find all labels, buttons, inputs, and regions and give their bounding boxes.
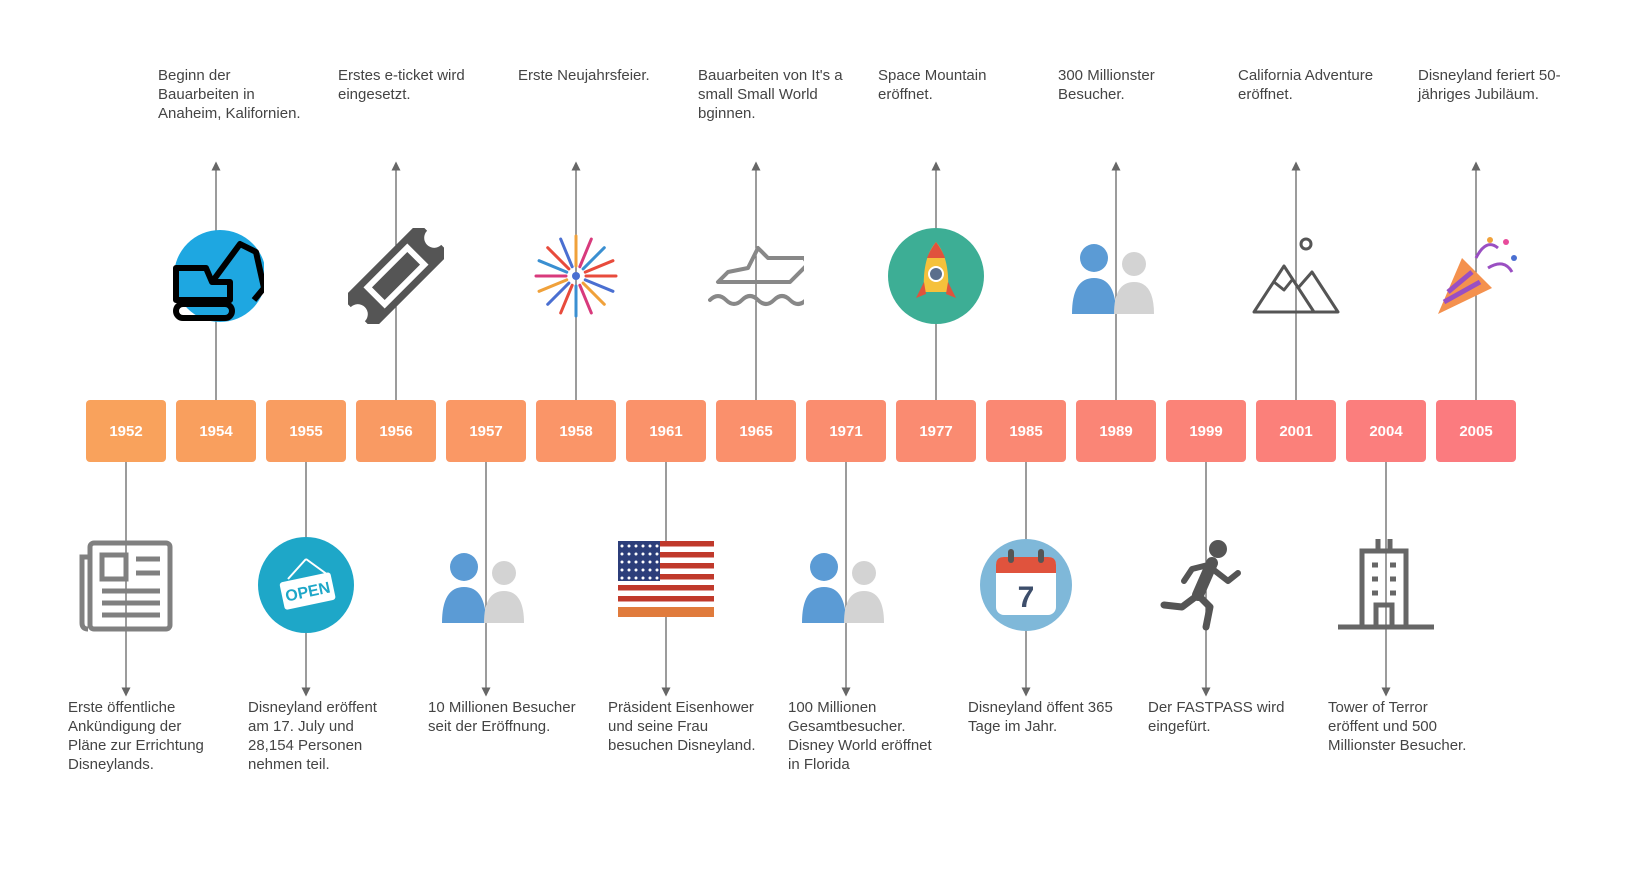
top-event-text-2001: California Adventure eröffnet.	[1238, 67, 1374, 103]
year-box-1989[interactable]: 1989	[1076, 400, 1156, 462]
open-sign-icon: OPEN	[258, 537, 354, 633]
excavator-icon	[168, 228, 267, 324]
year-box-1958[interactable]: 1958	[536, 400, 616, 462]
year-box-1956[interactable]: 1956	[356, 400, 436, 462]
boat-icon	[708, 228, 810, 324]
year-box-1952[interactable]: 1952	[86, 400, 166, 462]
year-box-1999[interactable]: 1999	[1166, 400, 1246, 462]
svg-text:7: 7	[1018, 581, 1035, 614]
top-event-text-1965: Bauarbeiten von It's a small Small World…	[698, 67, 843, 122]
year-box-2001[interactable]: 2001	[1256, 400, 1336, 462]
year-box-1977[interactable]: 1977	[896, 400, 976, 462]
year-box-1985[interactable]: 1985	[986, 400, 1066, 462]
top-event-text-1954: Beginn der Bauarbeiten in Anaheim, Kalif…	[158, 67, 301, 122]
year-box-2004[interactable]: 2004	[1346, 400, 1426, 462]
bottom-event-text-1955: Disneyland eröffent am 17. July und 28,1…	[248, 699, 377, 773]
us-flag-icon	[618, 537, 714, 633]
newspaper-icon	[78, 537, 174, 633]
top-event-text-1989: 300 Millionster Besucher.	[1058, 67, 1155, 103]
mountains-icon	[1248, 228, 1344, 324]
building-icon	[1338, 537, 1434, 633]
year-box-1955[interactable]: 1955	[266, 400, 346, 462]
year-box-1961[interactable]: 1961	[626, 400, 706, 462]
calendar-icon: 7	[978, 537, 1074, 633]
people-icon	[798, 537, 894, 633]
bottom-event-text-1961: Präsident Eisenhower und seine Frau besu…	[608, 699, 756, 754]
bottom-event-text-1971: 100 Millionen Gesamtbesucher. Disney Wor…	[788, 699, 932, 773]
bottom-event-text-2004: Tower of Terror eröffent und 500 Million…	[1328, 699, 1467, 754]
bottom-event-text-1985: Disneyland öffent 365 Tage im Jahr.	[968, 699, 1113, 735]
bottom-event-text-1999: Der FASTPASS wird eingefürt.	[1148, 699, 1285, 735]
year-box-1957[interactable]: 1957	[446, 400, 526, 462]
party-popper-icon	[1428, 228, 1524, 324]
people-icon	[1068, 228, 1164, 324]
running-person-icon	[1158, 537, 1254, 633]
year-box-1965[interactable]: 1965	[716, 400, 796, 462]
people-icon	[438, 537, 534, 633]
bottom-event-text-1957: 10 Millionen Besucher seit der Eröffnung…	[428, 699, 576, 735]
fireworks-icon	[528, 228, 624, 324]
year-box-2005[interactable]: 2005	[1436, 400, 1516, 462]
rocket-icon	[888, 228, 984, 324]
bottom-event-text-1952: Erste öffentliche Ankündigung der Pläne …	[68, 699, 204, 773]
top-event-text-1977: Space Mountain eröffnet.	[878, 67, 987, 103]
top-event-text-2005: Disneyland feriert 50-jähriges Jubiläum.	[1418, 67, 1561, 103]
year-box-1954[interactable]: 1954	[176, 400, 256, 462]
ticket-icon	[342, 222, 450, 330]
top-event-text-1958: Erste Neujahrsfeier.	[518, 67, 650, 84]
top-event-text-1956: Erstes e-ticket wird eingesetzt.	[338, 67, 465, 103]
year-box-1971[interactable]: 1971	[806, 400, 886, 462]
